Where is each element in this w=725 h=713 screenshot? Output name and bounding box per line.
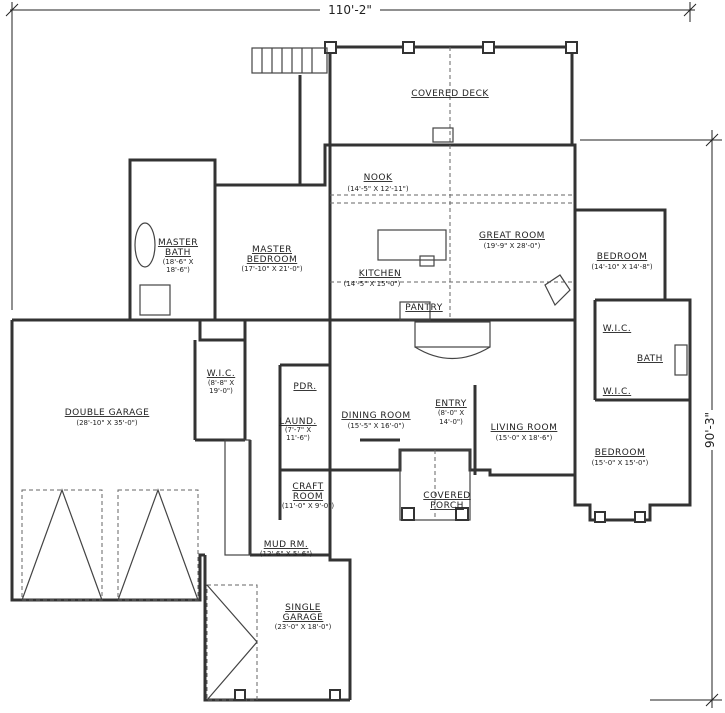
room-covered-porch: COVERED PORCH (423, 491, 470, 511)
room-pantry: PANTRY (405, 303, 442, 313)
svg-text:MUD RM.: MUD RM. (264, 540, 309, 550)
svg-text:GREAT ROOM: GREAT ROOM (479, 231, 545, 241)
svg-text:(15'-0" X 15'-0"): (15'-0" X 15'-0") (592, 459, 649, 467)
room-master-bedroom: MASTER BEDROOM (17'-10" X 21'-0") (241, 245, 302, 273)
svg-text:(23'-0" X 18'-0"): (23'-0" X 18'-0") (275, 623, 332, 631)
svg-text:(15'-5" X 16'-0"): (15'-5" X 16'-0") (348, 422, 405, 430)
svg-text:(8'-8" X: (8'-8" X (208, 379, 235, 387)
room-great-room: GREAT ROOM (19'-9" X 28'-0") (479, 231, 545, 250)
svg-text:MASTER: MASTER (158, 238, 198, 248)
svg-text:ROOM: ROOM (293, 492, 323, 502)
garage-door-1 (21, 489, 103, 601)
svg-text:18'-6"): 18'-6") (166, 266, 190, 274)
master-tub (134, 222, 156, 268)
svg-text:LAUND.: LAUND. (279, 417, 317, 427)
room-powder: PDR. (293, 382, 316, 392)
garage-door-2 (117, 489, 199, 601)
svg-text:SINGLE: SINGLE (285, 603, 321, 613)
room-single-garage: SINGLE GARAGE (23'-0" X 18'-0") (275, 603, 332, 631)
svg-text:BEDROOM: BEDROOM (595, 448, 645, 458)
svg-text:COVERED: COVERED (423, 491, 470, 501)
svg-text:(28'-10" X 35'-0"): (28'-10" X 35'-0") (76, 419, 137, 427)
covered-deck-label: COVERED DECK (411, 89, 489, 99)
svg-text:BEDROOM: BEDROOM (597, 252, 647, 262)
svg-text:BATH: BATH (165, 248, 191, 258)
svg-text:11'-6"): 11'-6") (286, 434, 310, 442)
room-mud-room: MUD RM. (12'-6" X 5'-6") (260, 540, 313, 558)
svg-text:MASTER: MASTER (252, 245, 292, 255)
svg-text:DOUBLE GARAGE: DOUBLE GARAGE (65, 408, 150, 418)
room-nook: NOOK (14'-5" X 12'-11") (347, 173, 408, 193)
fireplace (544, 274, 571, 307)
covered-deck: COVERED DECK (324, 41, 578, 145)
svg-text:(12'-6" X 5'-6"): (12'-6" X 5'-6") (260, 550, 313, 558)
svg-text:DINING ROOM: DINING ROOM (341, 411, 410, 421)
svg-text:(19'-9" X 28'-0"): (19'-9" X 28'-0") (484, 242, 541, 250)
bath-tub (674, 344, 688, 376)
room-laundry: LAUND. (7'-7" X 11'-6") (279, 417, 317, 442)
svg-text:(17'-10" X 21'-0"): (17'-10" X 21'-0") (241, 265, 302, 273)
master-shower (139, 284, 171, 316)
basement-stairs (224, 439, 251, 556)
svg-text:BEDROOM: BEDROOM (247, 255, 297, 265)
room-craft-room: CRAFT ROOM (11'-0" X 9'-0") (282, 482, 335, 510)
room-bedroom-2: BEDROOM (15'-0" X 15'-0") (592, 448, 649, 467)
svg-text:14'-0"): 14'-0") (439, 418, 463, 426)
overall-width-label: 110'-2" (328, 3, 372, 17)
kitchen-island (377, 229, 447, 261)
svg-text:PORCH: PORCH (430, 501, 464, 511)
room-master-wic: W.I.C. (8'-8" X 19'-0") (207, 369, 235, 395)
interior-details (21, 145, 688, 701)
overall-depth-label: 90'-3" (703, 412, 717, 448)
svg-text:ENTRY: ENTRY (435, 399, 467, 409)
room-living-room: LIVING ROOM (15'-0" X 18'-6") (491, 423, 558, 442)
room-wic-1: W.I.C. (603, 324, 631, 334)
svg-text:LIVING ROOM: LIVING ROOM (491, 423, 558, 433)
svg-text:(7'-7" X: (7'-7" X (285, 426, 312, 434)
deck-stairs (251, 47, 328, 185)
svg-text:(18'-6" X: (18'-6" X (163, 258, 194, 266)
room-bedroom-1: BEDROOM (14'-10" X 14'-8") (591, 252, 652, 271)
room-double-garage: DOUBLE GARAGE (28'-10" X 35'-0") (65, 408, 150, 427)
svg-text:GARAGE: GARAGE (283, 613, 324, 623)
svg-text:(14'-5" X 15'-0"): (14'-5" X 15'-0") (344, 280, 401, 288)
svg-text:(14'-5" X 12'-11"): (14'-5" X 12'-11") (347, 185, 408, 193)
single-garage-door (206, 584, 258, 701)
svg-text:CRAFT: CRAFT (292, 482, 323, 492)
room-entry: ENTRY (8'-0" X 14'-0") (435, 399, 467, 426)
svg-text:NOOK: NOOK (364, 173, 393, 183)
svg-text:(8'-0" X: (8'-0" X (438, 409, 465, 417)
svg-text:KITCHEN: KITCHEN (359, 269, 402, 279)
overall-width-dimension: 110'-2" (5, 2, 697, 310)
pantry-room (399, 301, 431, 321)
main-stairs (414, 321, 491, 348)
room-bath: BATH (637, 354, 663, 364)
svg-text:(11'-0" X 9'-0"): (11'-0" X 9'-0") (282, 502, 335, 510)
room-kitchen: KITCHEN (14'-5" X 15'-0") (344, 269, 402, 288)
room-wic-2: W.I.C. (603, 387, 631, 397)
svg-text:(15'-0" X 18'-6"): (15'-0" X 18'-6") (496, 434, 553, 442)
kitchen-sink (419, 255, 435, 267)
room-dining-room: DINING ROOM (15'-5" X 16'-0") (341, 411, 410, 430)
svg-text:19'-0"): 19'-0") (209, 387, 233, 395)
overall-depth-dimension: 90'-3" (580, 130, 722, 708)
room-master-bath: MASTER BATH (18'-6" X 18'-6") (158, 238, 198, 274)
svg-text:(14'-10" X 14'-8"): (14'-10" X 14'-8") (591, 263, 652, 271)
svg-text:W.I.C.: W.I.C. (207, 369, 235, 379)
